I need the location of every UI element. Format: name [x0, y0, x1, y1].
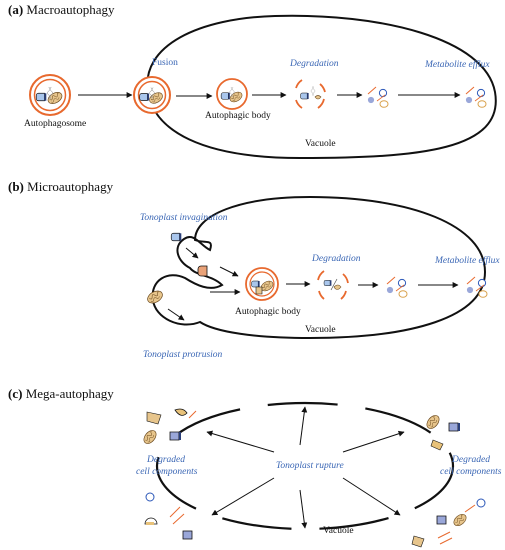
vacuole-b-label: Vacuole — [305, 325, 336, 335]
degradation-b-label: Degradation — [311, 254, 361, 264]
degraded-right-label-1: Degraded — [451, 455, 490, 465]
autophagic-body-a-label: Autophagic body — [205, 111, 271, 121]
fragments-a-outside — [465, 86, 487, 108]
vacuole-c-label: Vacuole — [323, 526, 354, 536]
degradation-a-label: Degradation — [289, 59, 339, 69]
vacuole-a-label: Vacuole — [305, 139, 336, 149]
autophagosome-label: Autophagosome — [24, 119, 86, 129]
metabolite-efflux-a-label: Metabolite efflux — [424, 59, 490, 70]
section-c-title: (c) Mega-autophagy — [8, 386, 114, 401]
metabolite-efflux-b-label: Metabolite efflux — [434, 255, 500, 266]
invaginated-vesicle — [197, 265, 208, 277]
autophagic-body-b — [245, 267, 279, 301]
autophagic-body-b-label: Autophagic body — [235, 307, 301, 317]
degrading-body-b — [317, 270, 349, 300]
autophagic-body-a — [216, 78, 248, 110]
degrading-body-a — [295, 79, 326, 109]
section-c-label: (c) — [8, 386, 22, 401]
degraded-left-label-1: Degraded — [146, 455, 185, 465]
arrow-b-invag-1 — [185, 247, 199, 259]
arrow-b-protrusion — [167, 308, 185, 321]
fragments-a-inside — [367, 86, 389, 108]
tonoplast-rupture-label: Tonoplast rupture — [276, 461, 344, 471]
chloro-outside-b — [170, 232, 182, 242]
section-a-name: Macroautophagy — [23, 2, 115, 17]
mito-outside-b — [145, 288, 165, 306]
degraded-left-label-2: cell components — [136, 467, 198, 477]
section-a-label: (a) — [8, 2, 23, 17]
vacuole-b-membrane — [151, 195, 487, 340]
section-b-title: (b) Microautophagy — [8, 179, 114, 194]
arrow-b-invag-2 — [219, 266, 239, 277]
autophagosome — [29, 74, 71, 116]
degraded-components-right — [411, 412, 486, 548]
tonoplast-protrusion-label: Tonoplast protrusion — [143, 350, 223, 360]
fusing-autophagosome — [133, 76, 171, 114]
degraded-components-left — [141, 408, 197, 540]
vacuole-c-membrane — [155, 401, 455, 531]
vacuole-a-membrane — [146, 14, 497, 160]
section-b-name: Microautophagy — [24, 179, 114, 194]
section-a-title: (a) Macroautophagy — [8, 2, 115, 17]
tonoplast-invagination-label: Tonoplast invagination — [140, 213, 228, 223]
rupture-arrows — [206, 406, 405, 529]
section-c-name: Mega-autophagy — [22, 386, 114, 401]
fusion-label: Fusion — [152, 58, 178, 68]
degraded-right-label-2: cell components — [440, 467, 502, 477]
section-b-label: (b) — [8, 179, 24, 194]
fragments-b-inside — [386, 276, 408, 298]
